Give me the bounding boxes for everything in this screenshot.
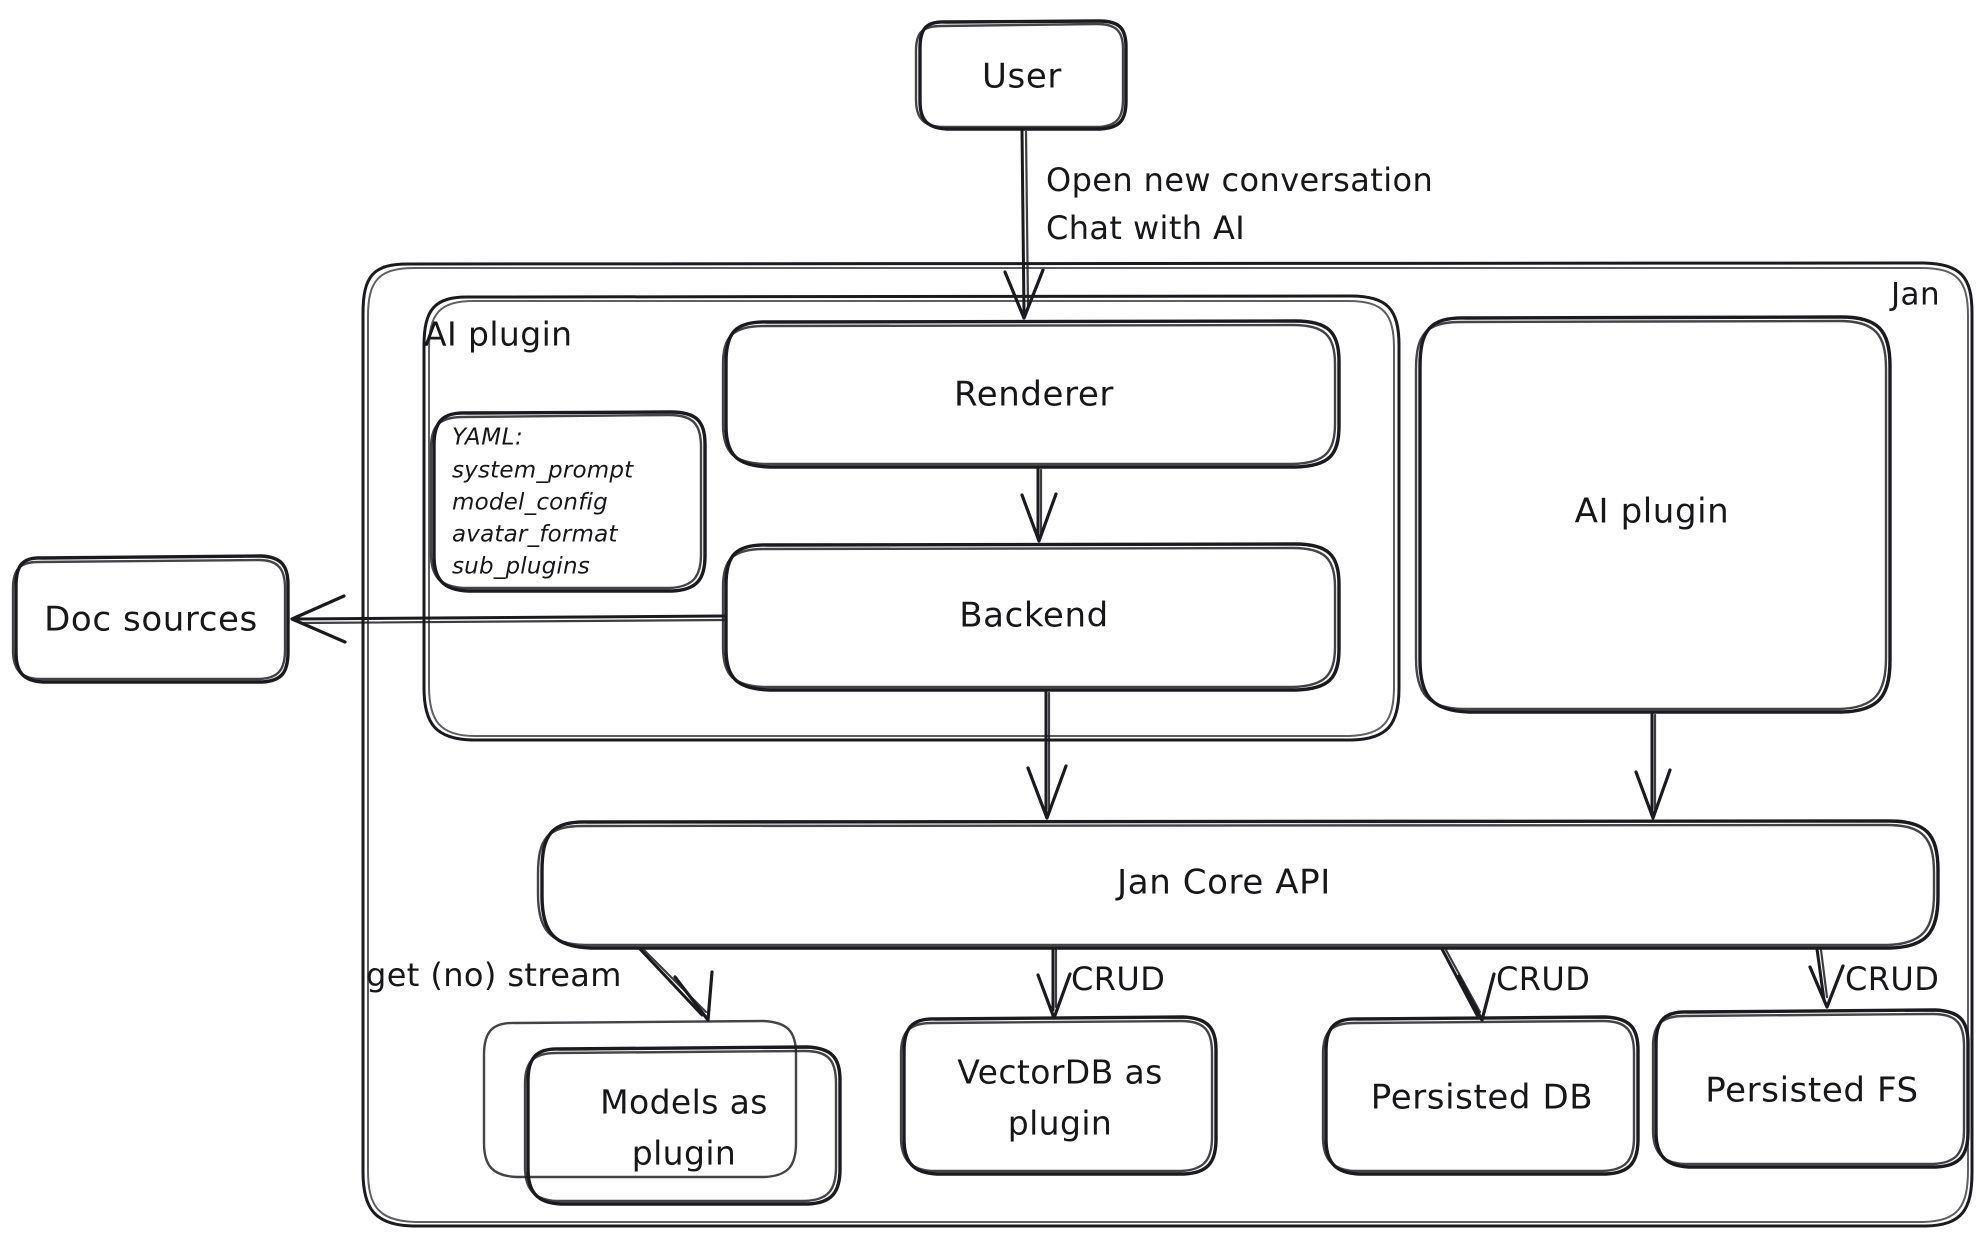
edge-renderer-to-backend [1020, 466, 1058, 543]
node-persisted-db[interactable]: Persisted DB [1321, 1015, 1640, 1176]
node-persisted-db-label: Persisted DB [1371, 1078, 1593, 1118]
edge-user-to-renderer: Open new conversation Chat with AI [1003, 128, 1433, 320]
edge-label-core-to-persisted-db: CRUD [1496, 960, 1590, 998]
node-vectordb-plugin-label-line1: VectorDB as [957, 1053, 1163, 1092]
node-renderer[interactable]: Renderer [721, 319, 1341, 469]
edge-core-to-persisted-fs: CRUD [1808, 947, 1939, 1009]
node-ai-plugin-panel-label: AI plugin [1575, 492, 1730, 532]
node-models-plugin-label-line1: Models as [600, 1083, 768, 1122]
node-vectordb-plugin[interactable]: VectorDB as plugin [899, 1015, 1218, 1176]
node-renderer-label: Renderer [954, 375, 1114, 415]
yaml-heading: YAML: [452, 425, 523, 451]
edge-label-core-to-vectordb: CRUD [1071, 960, 1165, 998]
node-models-plugin[interactable]: Models as plugin [482, 1019, 842, 1206]
card-yaml-config: YAML: system_prompt model_config avatar_… [429, 410, 707, 593]
node-doc-sources[interactable]: Doc sources [11, 554, 290, 684]
edge-label-user-to-renderer-line1: Open new conversation [1046, 161, 1433, 199]
edge-label-core-to-persisted-fs: CRUD [1845, 960, 1939, 998]
edge-core-to-vectordb: CRUD [1036, 947, 1165, 1020]
node-vectordb-plugin-label-line2: plugin [1008, 1104, 1112, 1143]
node-persisted-fs[interactable]: Persisted FS [1651, 1008, 1970, 1169]
edge-backend-to-core [1026, 689, 1068, 820]
node-jan-core-api[interactable]: Jan Core API [536, 819, 1940, 950]
yaml-item-model-config: model_config [452, 490, 608, 516]
node-persisted-fs-label: Persisted FS [1705, 1071, 1918, 1111]
edge-label-core-to-models: get (no) stream [366, 956, 622, 994]
edge-label-user-to-renderer-line2: Chat with AI [1046, 209, 1245, 247]
container-jan-label: Jan [1889, 277, 1940, 313]
container-ai-plugin-group-label: AI plugin [424, 315, 572, 354]
edge-core-to-models: get (no) stream [366, 947, 714, 1022]
node-backend[interactable]: Backend [721, 542, 1341, 692]
node-backend-label: Backend [959, 596, 1109, 636]
container-jan: Jan [361, 261, 1974, 1228]
node-doc-sources-label: Doc sources [44, 600, 258, 640]
node-ai-plugin-panel[interactable]: AI plugin [1414, 315, 1892, 714]
node-user[interactable]: User [914, 19, 1128, 131]
edge-core-to-persisted-db: CRUD [1440, 947, 1590, 1022]
node-user-label: User [982, 57, 1062, 97]
node-jan-core-api-label: Jan Core API [1115, 863, 1331, 903]
yaml-item-system-prompt: system_prompt [452, 458, 634, 484]
yaml-item-avatar-format: avatar_format [452, 522, 618, 548]
yaml-item-sub-plugins: sub_plugins [452, 554, 590, 580]
edge-ai-plugin-to-core [1634, 711, 1672, 820]
node-models-plugin-label-line2: plugin [632, 1134, 736, 1173]
container-ai-plugin-group: AI plugin [422, 294, 1401, 742]
edge-backend-to-doc-sources [290, 594, 726, 644]
